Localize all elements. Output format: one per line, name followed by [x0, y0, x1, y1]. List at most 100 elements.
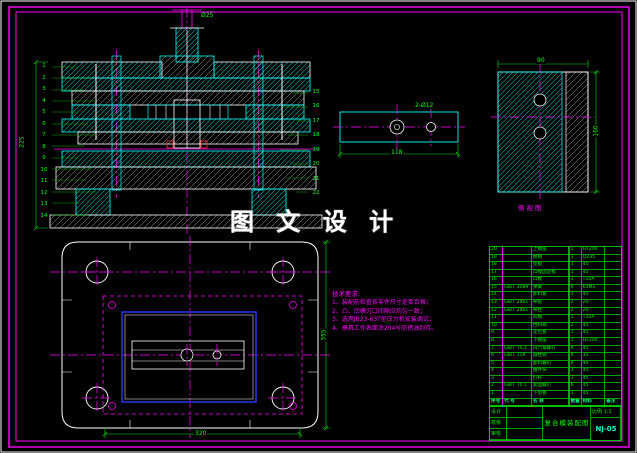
bom-cell: 1	[568, 254, 582, 262]
bom-cell: 45	[582, 360, 606, 368]
bom-cell	[605, 277, 621, 284]
bom-cell: 2	[490, 383, 504, 390]
tb-field-design-value	[507, 407, 543, 418]
bom-cell	[605, 315, 621, 322]
section-view	[33, 8, 323, 234]
bom-cell	[503, 330, 532, 337]
bom-cell: 1	[568, 375, 582, 383]
bom-cell: 4	[568, 284, 582, 292]
balloon-number: 7	[42, 132, 46, 139]
bom-cell: 65Mn	[582, 284, 606, 292]
bom-cell: 17	[490, 269, 504, 277]
balloon-number: 5	[42, 109, 46, 116]
bom-cell: 12	[490, 307, 504, 315]
bom-cell: 材料	[582, 398, 606, 406]
bom-cell: 卸料板	[532, 292, 569, 300]
bom-cell: 导套	[532, 300, 569, 307]
bom-cell: T10A	[582, 315, 606, 322]
bom-cell: 凸模	[532, 277, 569, 284]
bom-cell: 3	[490, 375, 504, 383]
balloon-number: 4	[42, 97, 46, 104]
balloon-number: 22	[312, 189, 320, 196]
watermark-text: 图 文 设 计	[230, 208, 401, 236]
bom-cell: 14	[490, 292, 504, 300]
bom-cell: 卸料螺钉	[532, 360, 569, 368]
bom-cell: 4	[568, 353, 582, 360]
bom-cell: 2	[568, 307, 582, 315]
tb-scale: 比例 1:1	[591, 407, 621, 418]
bom-cell: 2	[568, 322, 582, 330]
notes-lines: 1、装配前检查各零件尺寸是否合格；2、凸、凹模刃口间隙应均匀一致；3、选用JB2…	[332, 299, 482, 333]
bom-cell	[605, 353, 621, 360]
balloon-number: 8	[42, 143, 46, 150]
bom-cell	[605, 285, 621, 292]
dim-side-width: 90	[536, 57, 546, 64]
bom-cell	[503, 254, 532, 262]
tb-field-audit: 审核	[490, 429, 507, 440]
bom-cell: 1	[568, 390, 582, 398]
bom-cell: 1	[490, 390, 504, 398]
balloon-number: 19	[312, 146, 320, 153]
bom-cell: GB/T 119	[503, 353, 532, 360]
bom-cell: 45	[582, 330, 606, 337]
bom-cell: 挡料销	[532, 322, 569, 330]
bom-cell: 15	[490, 284, 504, 292]
dim-plate-holes: 2-Ø12	[414, 102, 435, 109]
bom-cell: 上模座	[532, 247, 569, 254]
bom-cell	[605, 391, 621, 398]
bom-cell: 弹簧	[532, 284, 569, 292]
bom-cell	[605, 270, 621, 277]
balloon-number: 20	[312, 161, 320, 168]
bom-cell	[503, 337, 532, 345]
bom-cell: 1	[568, 315, 582, 322]
bom-cell: 19	[490, 254, 504, 262]
bom-cell: 1	[568, 262, 582, 269]
balloon-number: 9	[42, 155, 46, 162]
bom-cell: 1	[568, 247, 582, 254]
bom-cell: 序号	[490, 398, 504, 406]
bom-cell: GB/T 2861	[503, 307, 532, 315]
balloon-number: 13	[40, 201, 48, 208]
bom-cell: 4	[568, 360, 582, 368]
bom-cell: 45	[582, 292, 606, 300]
bom-cell	[503, 292, 532, 300]
tb-field-check: 校核	[490, 418, 507, 429]
bom-cell: 1	[568, 269, 582, 277]
drawing-title: 复合模装配图	[543, 407, 591, 440]
bom-cell: 6	[568, 383, 582, 390]
bom-cell	[503, 269, 532, 277]
bom-cell	[605, 247, 621, 254]
bom-cell: HT200	[582, 337, 606, 345]
bom-cell	[605, 262, 621, 269]
tb-field-audit-value	[507, 429, 543, 440]
balloon-number: 16	[312, 103, 320, 110]
balloon-number: 14	[40, 212, 48, 219]
bom-cell: 凸模固定板	[532, 269, 569, 277]
bom-cell: GB/T 2089	[503, 284, 532, 292]
bom-cell	[503, 390, 532, 398]
balloon-number: 12	[40, 189, 48, 196]
bom-header-row: 序号代 号名 称数量材料备注	[490, 398, 621, 406]
bom-cell	[605, 300, 621, 307]
bom-cell: 20	[490, 247, 504, 254]
bom-cell	[605, 323, 621, 330]
notes-title: 技术要求:	[332, 290, 361, 298]
bom-cell: 9	[490, 330, 504, 337]
bom-cell: 1	[568, 292, 582, 300]
title-block: 设计 复合模装配图 比例 1:1 校核 NJ-05 审核	[489, 406, 622, 441]
side-view-label: 侧视图	[518, 204, 544, 212]
bom-cell: 1	[568, 368, 582, 375]
bom-cell: GB/T 70.1	[503, 383, 532, 390]
